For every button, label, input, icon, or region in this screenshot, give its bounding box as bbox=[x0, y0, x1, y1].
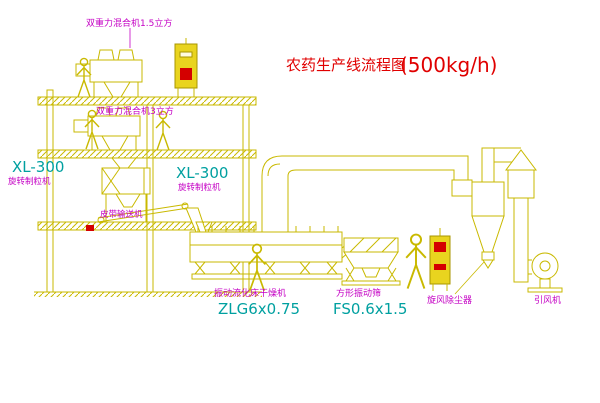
label-granulator-right-model: XL-300 bbox=[176, 164, 228, 182]
cyclone-separator bbox=[451, 147, 505, 269]
label-granulator-right-name: 旋转制粒机 bbox=[178, 182, 221, 193]
building-frame bbox=[34, 89, 262, 297]
label-fan-name: 引风机 bbox=[534, 294, 561, 306]
vibrating-sieve bbox=[341, 237, 401, 286]
label-mixer-middle: 双重力混合机3立方 bbox=[96, 105, 174, 117]
leader-lines bbox=[129, 28, 485, 295]
label-sieve-model: FS0.6x1.5 bbox=[333, 300, 407, 318]
label-dryer-name: 振动流化床干燥机 bbox=[214, 287, 286, 299]
label-mixer-top: 双重力混合机1.5立方 bbox=[86, 17, 172, 29]
induced-draft-fan bbox=[527, 252, 563, 293]
label-sieve-name: 方形振动筛 bbox=[336, 287, 381, 299]
belt-conveyor bbox=[86, 202, 207, 233]
label-granulator-left-model: XL-300 bbox=[12, 158, 64, 176]
exhaust-duct bbox=[261, 155, 469, 232]
label-cyclone-name: 旋风除尘器 bbox=[427, 294, 472, 306]
rotary-granulator bbox=[101, 157, 151, 222]
gravity-mixer-top bbox=[75, 49, 143, 98]
label-belt-conveyor: 皮带输送机 bbox=[100, 209, 143, 220]
label-dryer-model: ZLG6x0.75 bbox=[218, 300, 300, 318]
control-cabinet-lower bbox=[429, 228, 451, 291]
drawing-title: 农药生产线流程图 bbox=[286, 56, 406, 74]
exhaust-stack bbox=[505, 149, 537, 283]
control-cabinet-upper bbox=[174, 38, 198, 97]
drawing-title-capacity: (500kg/h) bbox=[400, 53, 497, 77]
fluid-bed-dryer bbox=[189, 221, 357, 280]
worker-figure bbox=[155, 110, 171, 151]
gravity-mixer-middle bbox=[73, 107, 141, 151]
label-granulator-left-name: 旋转制粒机 bbox=[8, 176, 51, 187]
worker-figure bbox=[405, 233, 427, 290]
